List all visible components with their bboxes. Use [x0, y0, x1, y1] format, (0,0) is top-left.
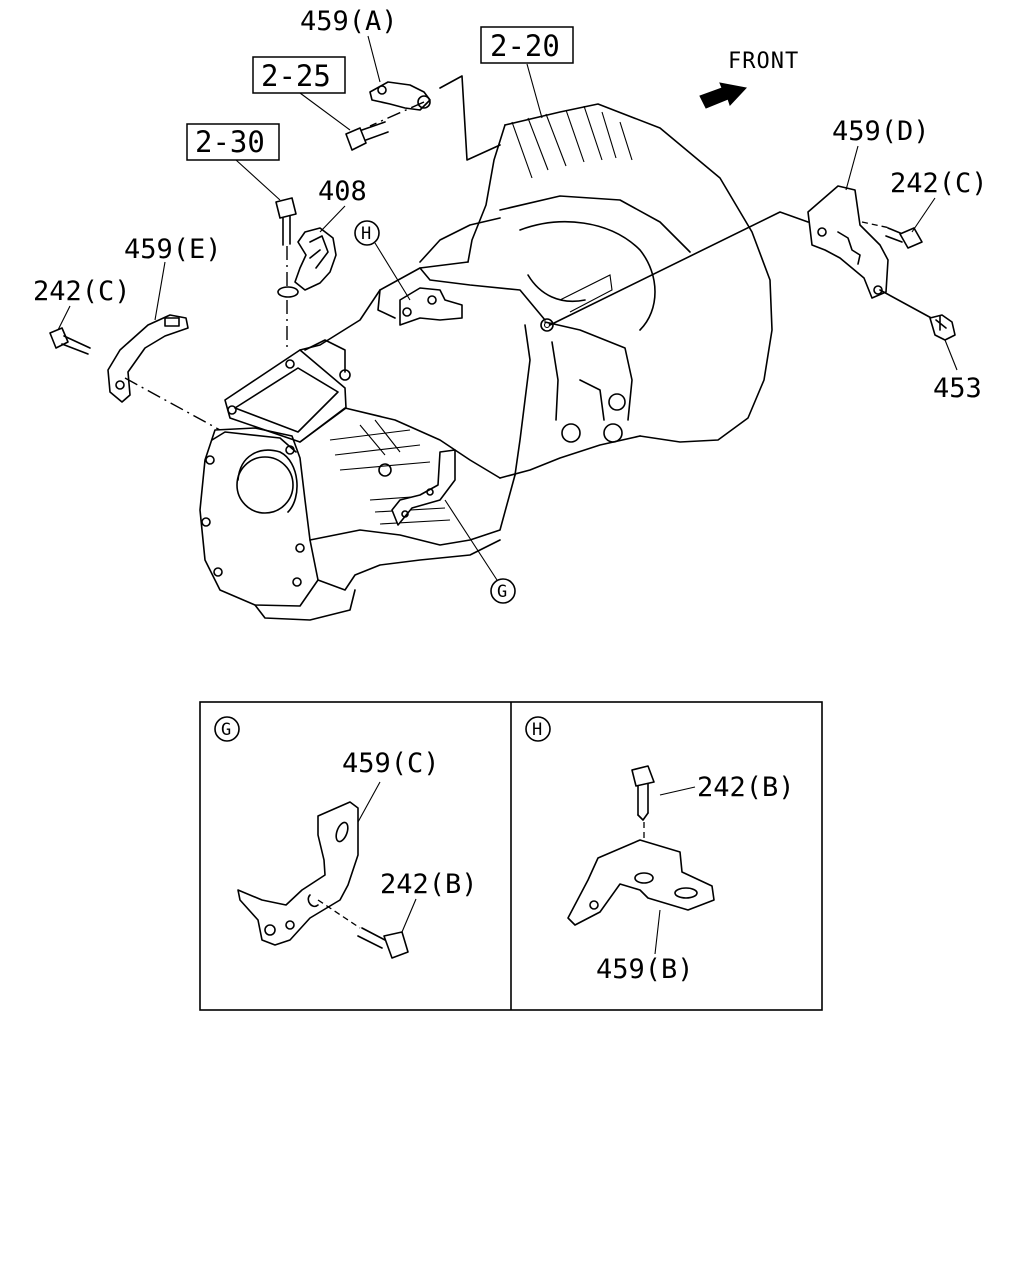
- label-459a: 459(A): [300, 6, 398, 37]
- ref-box-2-20: [480, 26, 574, 64]
- detail-panel-h: H 242(B) 459(B): [525, 716, 795, 985]
- ref-2-30[interactable]: 2-30: [195, 125, 265, 159]
- ref-box-2-25: [252, 56, 346, 94]
- bolt-242c-right: [885, 227, 923, 249]
- bracket-459a: [369, 81, 431, 111]
- bolt-2-25: [345, 121, 389, 151]
- bolt-2-30: [275, 197, 297, 246]
- label-242b-h: 242(B): [697, 772, 795, 803]
- ref-2-20[interactable]: 2-20: [490, 29, 560, 63]
- label-242b-g: 242(B): [380, 869, 478, 900]
- callout-g-main-circle: [490, 578, 516, 604]
- label-459e: 459(E): [124, 234, 222, 265]
- label-453: 453: [933, 373, 982, 404]
- callout-h-panel[interactable]: H: [532, 720, 542, 740]
- callout-g-main[interactable]: G: [497, 582, 507, 602]
- label-242c-right: 242(C): [890, 168, 988, 199]
- bracket-459d: [807, 185, 889, 299]
- front-arrow-icon: [699, 82, 747, 109]
- front-label: FRONT: [728, 49, 799, 74]
- label-459b: 459(B): [596, 954, 694, 985]
- detail-panel-g: G 459(C) 242(B): [214, 716, 478, 959]
- bracket-459e: [107, 314, 189, 403]
- callout-h-main-circle: [354, 220, 380, 246]
- callout-g-panel[interactable]: G: [221, 720, 231, 740]
- label-242c-left: 242(C): [33, 276, 131, 307]
- transmission-assembly: [199, 103, 773, 621]
- clip-453: [929, 314, 956, 341]
- label-459c: 459(C): [342, 748, 440, 779]
- ref-box-2-30: [186, 123, 280, 161]
- clip-408: [294, 227, 337, 291]
- callout-h-main[interactable]: H: [361, 224, 371, 244]
- bolt-242c-left: [49, 327, 91, 355]
- ref-2-25[interactable]: 2-25: [261, 59, 331, 93]
- leader-2-20: [439, 75, 501, 161]
- label-408: 408: [318, 176, 367, 207]
- label-459d: 459(D): [832, 116, 930, 147]
